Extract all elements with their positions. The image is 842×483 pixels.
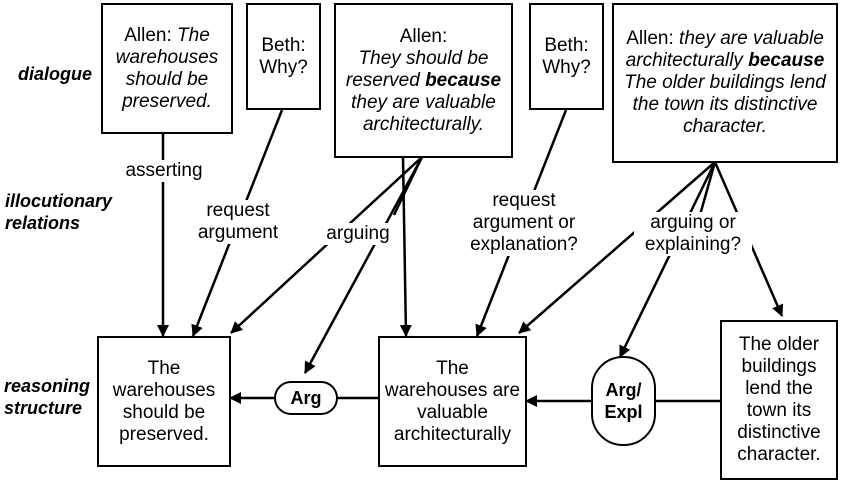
relation-request-argument: request argument bbox=[193, 200, 283, 244]
speaker: Beth: bbox=[544, 34, 589, 56]
node-arg: Arg bbox=[274, 381, 338, 415]
dialogue-allen-2: Allen:They should be reserved because th… bbox=[334, 3, 513, 158]
utterance-part-2: they are valuable architecturally. bbox=[351, 91, 496, 135]
reasoning-warehouses-preserved: The warehouses should be preserved. bbox=[97, 336, 231, 467]
label-illocutionary-relations: illocutionary relations bbox=[5, 191, 113, 233]
utterance-part-2: The older buildings lend the town its di… bbox=[624, 72, 826, 137]
dialogue-beth-1: Beth: Why? bbox=[246, 3, 321, 110]
relation-arguing: arguing bbox=[322, 223, 394, 245]
utterance: Why? bbox=[542, 56, 591, 78]
dialogue-beth-2: Beth: Why? bbox=[529, 3, 604, 110]
arrow-arg-expl-to-node bbox=[618, 161, 717, 358]
label-dialogue: dialogue bbox=[18, 64, 93, 84]
utterance-part-1: They should be reserved bbox=[345, 47, 489, 91]
speaker: Beth: bbox=[261, 34, 306, 56]
speaker: Allen: bbox=[399, 25, 448, 47]
utterance: Why? bbox=[259, 56, 308, 78]
speaker: Allen: bbox=[626, 28, 674, 49]
utterance: The warehouses should be preserved. bbox=[115, 24, 219, 112]
keyword-because: because bbox=[748, 50, 825, 71]
relation-arguing-or-explaining: arguing or explaining? bbox=[634, 212, 752, 256]
speaker: Allen: bbox=[124, 24, 172, 46]
reasoning-text: The warehouses are valuable architectura… bbox=[384, 357, 521, 445]
relation-request-argument-or-explanation: request argument or explanation? bbox=[457, 190, 591, 256]
dialogue-allen-1: Allen: The warehouses should be preserve… bbox=[101, 3, 233, 134]
arrow-arguing-to-r1 bbox=[230, 156, 423, 334]
node-arg-expl: Arg/ Expl bbox=[591, 356, 656, 446]
utterance-part-1: they are valuable architecturally bbox=[625, 28, 824, 71]
dialogue-allen-3: Allen: they are valuable architecturally… bbox=[612, 3, 838, 163]
reasoning-text: The older buildings lend the town its di… bbox=[737, 334, 821, 465]
keyword-because: because bbox=[425, 69, 502, 91]
relation-asserting: asserting bbox=[119, 160, 209, 182]
arrow-arguing-to-r2 bbox=[399, 156, 412, 337]
reasoning-warehouses-valuable: The warehouses are valuable architectura… bbox=[378, 336, 527, 467]
label-reasoning-structure: reasoning structure bbox=[4, 376, 91, 418]
reasoning-older-buildings: The older buildings lend the town its di… bbox=[720, 320, 838, 480]
arrow-arg-expl-to-r2 bbox=[518, 161, 716, 334]
reasoning-text: The warehouses should be preserved. bbox=[112, 357, 216, 445]
